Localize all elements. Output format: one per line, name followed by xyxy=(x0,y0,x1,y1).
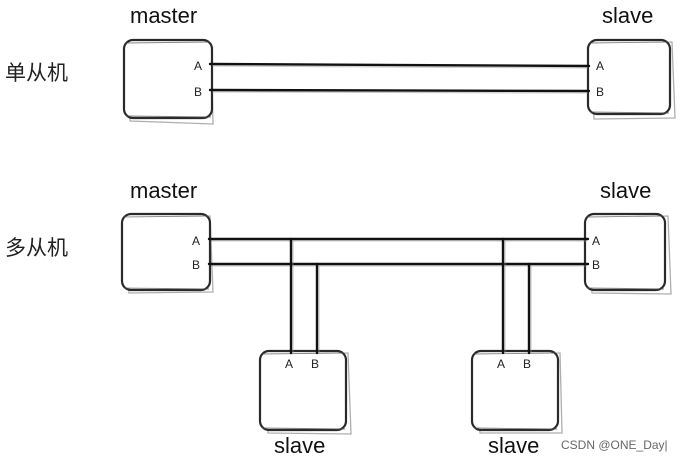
multi-master-title: master xyxy=(130,178,197,203)
multi-slave-bottom-right-device: slave A B xyxy=(470,349,563,458)
single-slave-device: slave A B xyxy=(586,3,676,120)
multi-slave-bottom-left-box-sketch xyxy=(261,352,346,430)
multi-slave-row-label: 多从机 xyxy=(5,236,68,260)
multi-master-device: master A B xyxy=(120,178,214,294)
single-slave-title: slave xyxy=(602,3,653,28)
multi-master-box-sketch xyxy=(123,215,210,290)
single-wire-b-shadow xyxy=(211,91,589,94)
multi-slave-right-title: slave xyxy=(600,178,651,203)
multi-slave-right-box-sketch xyxy=(586,215,665,290)
multi-slave-right-device: slave A B xyxy=(583,178,672,295)
multi-slave-bottom-right-pin-a: A xyxy=(497,357,505,371)
single-master-pin-a: A xyxy=(194,59,202,73)
single-slave-pin-b: B xyxy=(596,85,604,99)
multi-master-pin-a: A xyxy=(192,234,200,248)
single-master-device: master A B xyxy=(122,3,214,125)
multi-slave-bottom-right-title: slave xyxy=(488,433,539,458)
single-wire-a-shadow xyxy=(211,65,589,69)
single-master-box-sketch xyxy=(125,41,212,118)
single-wire-b xyxy=(208,88,591,93)
multi-slave-bottom-right-box-sketch xyxy=(473,352,558,430)
multi-slave-bottom-left-box xyxy=(258,349,348,432)
multi-slave-right-box xyxy=(583,212,667,292)
single-slave-box-sketch xyxy=(589,41,670,114)
single-slave-row-label: 单从机 xyxy=(5,61,68,85)
multi-slave-right-pin-b: B xyxy=(592,258,600,272)
multi-slave-bottom-left-pin-b: B xyxy=(311,357,319,371)
single-master-title: master xyxy=(130,3,197,28)
single-slave-pin-a: A xyxy=(596,59,604,73)
multi-slave-bottom-right-pin-b: B xyxy=(523,357,531,371)
single-master-pin-b: B xyxy=(194,85,202,99)
csdn-watermark: CSDN @ONE_Day| xyxy=(561,438,668,452)
multi-slave-bottom-left-title: slave xyxy=(274,433,325,458)
multi-slave-right-pin-a: A xyxy=(592,234,600,248)
single-wire-a xyxy=(208,62,591,68)
multi-slave-bottom-left-pin-a: A xyxy=(285,357,293,371)
multi-master-box xyxy=(120,212,212,292)
multi-slave-bottom-right-box xyxy=(470,349,560,432)
multi-slave-bottom-left-device: slave A B xyxy=(258,349,352,458)
single-slave-box xyxy=(586,38,672,116)
single-master-box xyxy=(122,38,214,120)
multi-master-pin-b: B xyxy=(192,258,200,272)
